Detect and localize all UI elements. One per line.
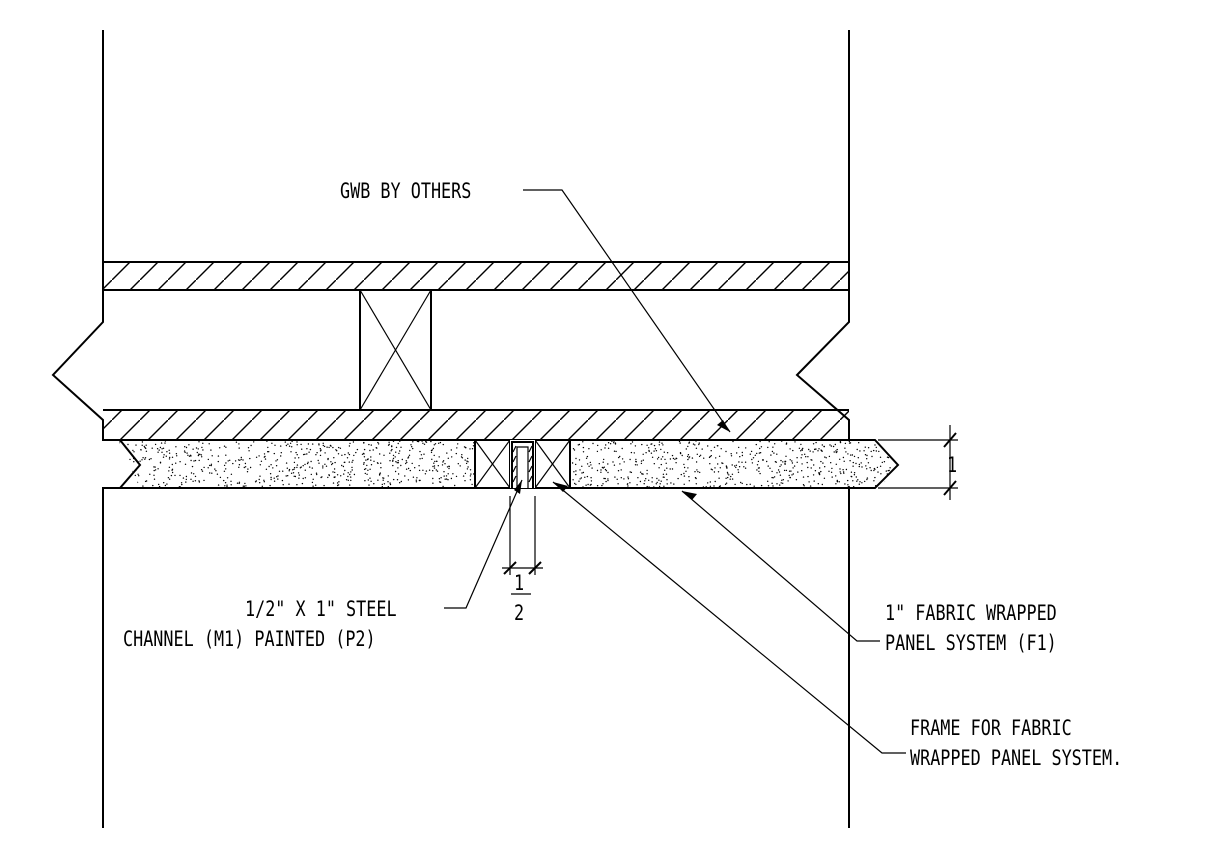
label-fabric-panel-line1: 1" FABRIC WRAPPED [885, 601, 1057, 625]
label-frame-line1: FRAME FOR FABRIC [910, 716, 1072, 740]
dimension-one-label: 1 [947, 453, 957, 477]
frame-block-left [474, 439, 511, 489]
gwb-top-layer [103, 261, 849, 291]
dimension-half-inch [502, 496, 543, 595]
label-steel-channel-line2: CHANNEL (M1) PAINTED (P2) [123, 627, 376, 651]
steel-channel [510, 440, 535, 488]
leader-gwb [523, 189, 731, 433]
label-frame-line2: WRAPPED PANEL SYSTEM. [910, 746, 1122, 770]
label-gwb-by-others: GWB BY OTHERS [340, 179, 471, 203]
label-steel-channel-line1: 1/2" X 1" STEEL [245, 597, 397, 621]
dimension-half-numerator: 1 [514, 571, 524, 595]
label-fabric-panel-line2: PANEL SYSTEM (F1) [885, 631, 1057, 655]
leader-frame [552, 481, 906, 754]
leader-steel-channel [444, 479, 523, 609]
fabric-panel-insulation [103, 440, 898, 489]
leader-fabric-panel [681, 490, 880, 642]
frame-block-right [534, 439, 571, 489]
dimension-one-inch [878, 425, 958, 500]
wood-stud [359, 289, 432, 411]
gwb-bottom-layer [103, 409, 875, 441]
dimension-half-denominator: 2 [514, 601, 524, 625]
